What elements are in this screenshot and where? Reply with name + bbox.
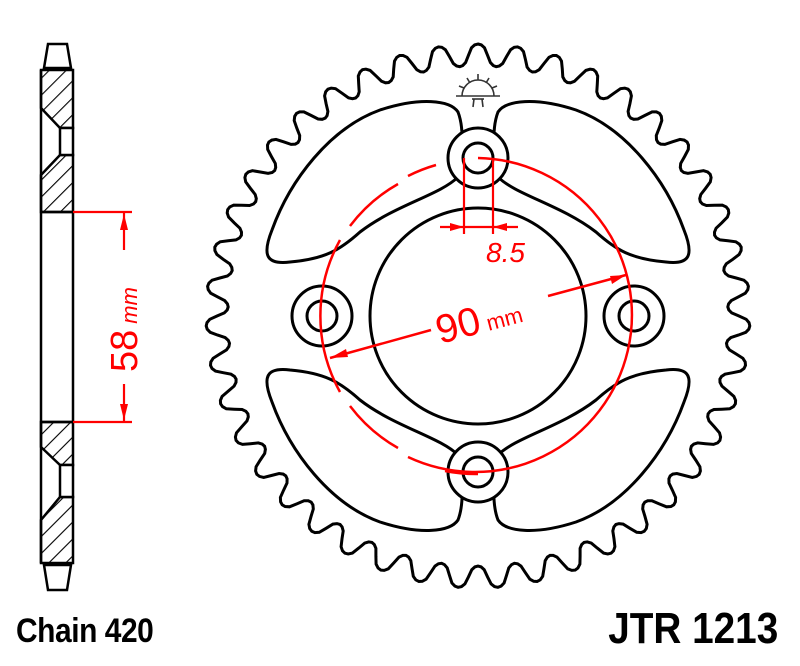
pcd-dimension [329, 273, 627, 360]
part-number-label: JTR 1213 [607, 604, 778, 653]
sprocket-teeth [204, 42, 752, 589]
sprocket: 8.5 90mm [204, 42, 752, 589]
pcd-dimension-value: 90mm [431, 288, 527, 353]
bore-dimension [73, 210, 132, 424]
lightening-cutouts [265, 100, 691, 532]
chain-size-label: Chain 420 [16, 612, 154, 650]
bolt-hole-dimension-value: 8.5 [486, 237, 525, 268]
bolt-hole-dimension [440, 158, 518, 234]
bore-dimension-value: 58mm [104, 287, 146, 372]
center-bore [368, 206, 588, 426]
pcd-circle [319, 156, 634, 476]
side-profile [39, 42, 75, 592]
sun-logo-icon [456, 74, 500, 108]
